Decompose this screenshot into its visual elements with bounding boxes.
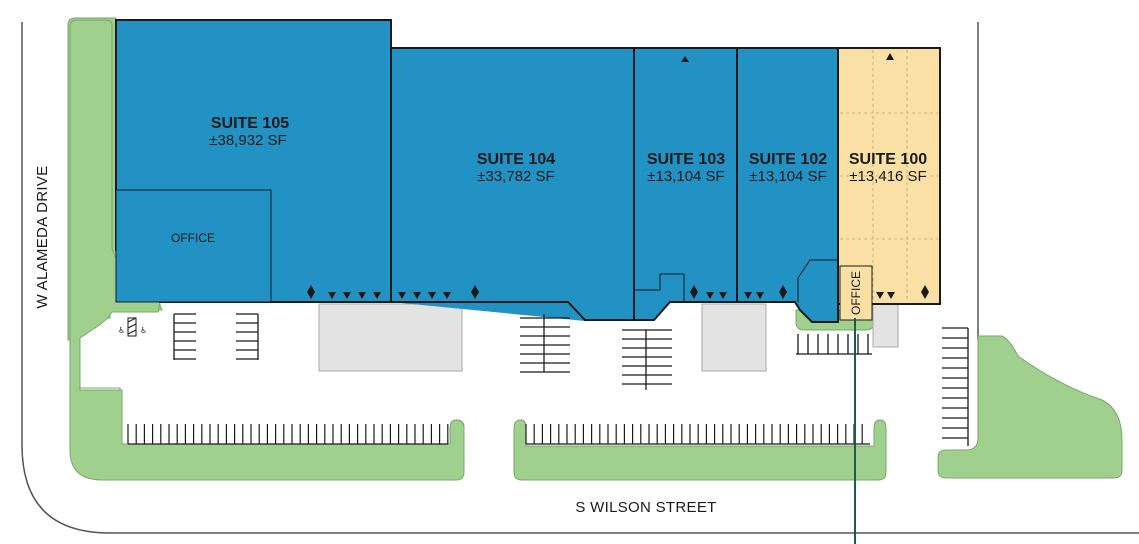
dock-door-triangle-icon	[428, 292, 436, 299]
parking-center-right	[622, 329, 672, 390]
truck-pad-105-104	[318, 303, 463, 372]
dock-door-triangle-icon	[744, 292, 752, 299]
dock-door-triangle-icon	[876, 292, 884, 299]
suite-100-office-label: OFFICE	[849, 271, 863, 315]
landscape-south-island-left	[69, 19, 465, 481]
suite-102-label: SUITE 102	[749, 151, 827, 168]
dock-door-triangle-icon	[373, 292, 381, 299]
suite-100-column-grid	[840, 50, 938, 302]
suite-100-dock-doors	[876, 285, 929, 299]
suite-103-area-text: ±13,104 SF	[647, 168, 724, 185]
dock-door-triangle-icon	[343, 292, 351, 299]
skylight-triangle-icon	[681, 56, 689, 62]
dock-door-triangle-icon	[887, 292, 895, 299]
loading-door-diamond-icon	[307, 285, 315, 299]
dock-door-triangle-icon	[706, 292, 714, 299]
parking-west-right	[236, 313, 259, 360]
suite-102-dock-doors	[744, 285, 787, 299]
dock-door-triangle-icon	[413, 292, 421, 299]
dock-door-triangle-icon	[719, 292, 727, 299]
suite-100-area-text: ±13,416 SF	[849, 168, 926, 185]
dock-door-triangle-icon	[328, 292, 336, 299]
landscape-east-corner	[937, 335, 1123, 479]
dock-door-triangle-icon	[443, 292, 451, 299]
loading-door-diamond-icon	[779, 285, 787, 299]
suite-102-area-text: ±13,104 SF	[749, 168, 826, 185]
suite-103-notch	[634, 273, 685, 302]
accessible-parking-icon: ♿	[140, 326, 147, 335]
parking-south-left	[127, 424, 449, 445]
parking-west-left	[173, 313, 196, 360]
suite-105-dock-doors	[307, 285, 381, 299]
street-label-south: S WILSON STREET	[575, 499, 716, 516]
suite-105-area-text: ±38,932 SF	[209, 132, 286, 149]
landscape-south-island-right	[513, 419, 887, 481]
suite-103-dock-doors	[690, 285, 727, 299]
parking-south-right	[525, 424, 870, 445]
truck-pad-103-102	[701, 303, 767, 372]
parking-east	[942, 327, 969, 446]
suite-102-area	[736, 47, 839, 323]
suite-103-label: SUITE 103	[647, 151, 725, 168]
suite-100-office	[839, 265, 873, 321]
dock-door-triangle-icon	[398, 292, 406, 299]
parking-entry-row	[796, 334, 872, 355]
suite-102-notch	[797, 259, 838, 302]
dock-door-triangle-icon	[358, 292, 366, 299]
suite-105-office-label: OFFICE	[171, 231, 215, 245]
suite-105-label: SUITE 105	[211, 115, 289, 132]
dock-door-triangle-icon	[756, 292, 764, 299]
truck-pad-100	[872, 303, 899, 348]
suite-104-area-text: ±33,782 SF	[477, 168, 554, 185]
loading-door-diamond-icon	[471, 285, 479, 299]
street-label-west: W ALAMEDA DRIVE	[34, 166, 51, 309]
suite-105-office	[115, 189, 272, 303]
loading-door-diamond-icon	[921, 285, 929, 299]
accessible-parking-icon: ♿	[118, 326, 125, 335]
accessible-parking: ♿ ♿	[118, 317, 147, 337]
road-edge-west-south	[21, 22, 1139, 534]
suite-100-label: SUITE 100	[849, 151, 927, 168]
suite-104-label: SUITE 104	[477, 151, 555, 168]
suite-104-dock-doors	[398, 285, 479, 299]
parking-center	[520, 314, 570, 373]
skylight-triangle-icon	[886, 53, 894, 60]
loading-door-diamond-icon	[690, 285, 698, 299]
